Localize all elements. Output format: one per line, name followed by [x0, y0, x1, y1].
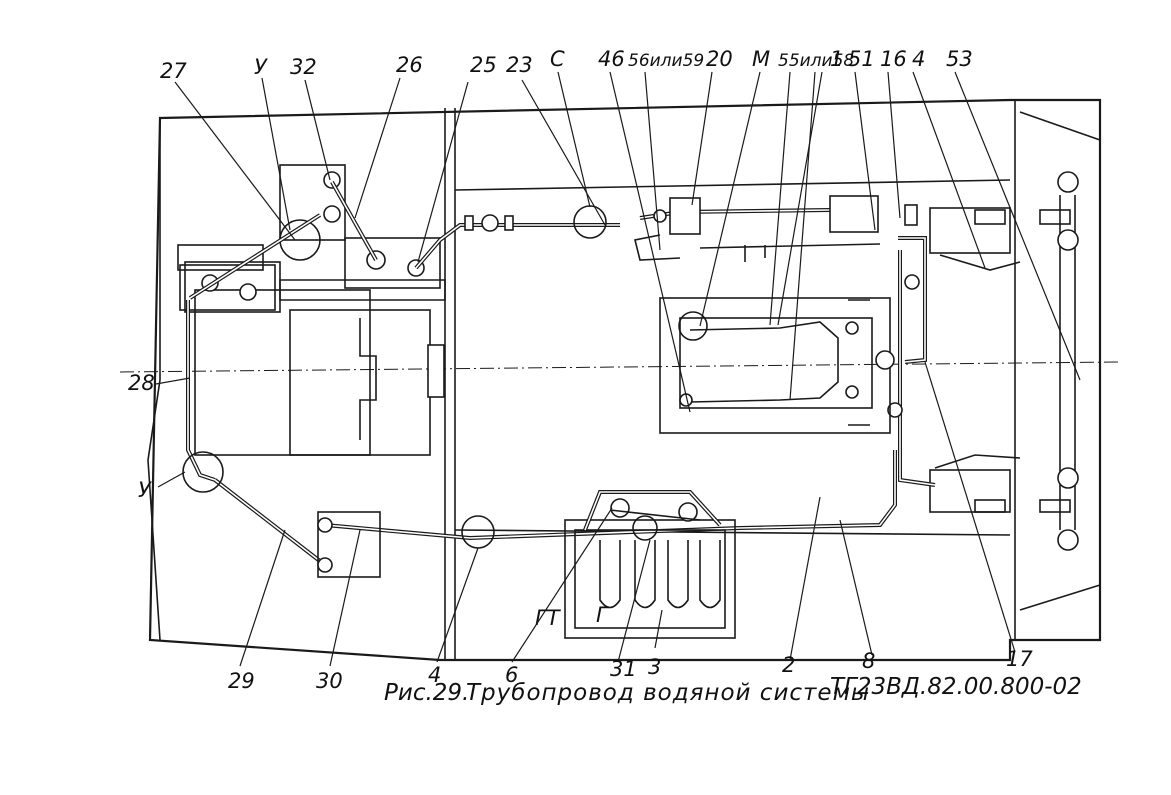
caption-title: Трубопровод водяной системы: [466, 680, 870, 706]
label-m: М: [752, 47, 770, 71]
labels-top: 27 У 32 26 25 23 С 46 56или59 20 М 55или…: [160, 47, 973, 83]
label-16: 16: [880, 47, 907, 71]
label-31: 31: [610, 657, 637, 681]
caption-code: ТГ23ВД.82.00.800-02: [830, 674, 1082, 700]
bottom-heat-exchanger: [461, 490, 736, 639]
label-17: 17: [1006, 647, 1033, 671]
label-u-top: У: [254, 55, 268, 79]
label-2: 2: [782, 653, 795, 677]
label-30: 30: [316, 669, 343, 693]
label-8: 8: [862, 649, 875, 673]
right-assembly: [887, 171, 1079, 551]
label-26: 26: [396, 53, 423, 77]
detail-circle-u-lower: [182, 451, 224, 493]
label-46: 46: [598, 47, 625, 71]
mark-gt: ГТ: [535, 606, 562, 630]
label-27: 27: [160, 59, 187, 83]
label-4-top: 4: [912, 47, 925, 71]
label-u-left: У: [138, 478, 152, 502]
labels-bottom: 29 30 4 6 31 3 2 8 17: [228, 647, 1033, 693]
detail-circle-m: [678, 311, 708, 341]
label-32: 32: [290, 55, 317, 79]
label-20: 20: [706, 47, 733, 71]
labels-left: 28 У: [128, 371, 155, 502]
top-line-valves: [464, 195, 881, 262]
mark-g: Г: [596, 603, 610, 627]
label-6: 6: [505, 663, 518, 687]
label-23: 23: [506, 53, 533, 77]
label-53: 53: [946, 47, 973, 71]
label-4-bottom: 4: [428, 663, 441, 687]
detail-circle-c: [573, 205, 607, 239]
label-1: 1: [830, 47, 843, 71]
central-block: [659, 297, 895, 434]
label-29: 29: [228, 669, 255, 693]
detail-circle-4: [461, 515, 495, 549]
left-pipes: [182, 181, 897, 578]
engine-block: [177, 164, 446, 456]
caption-figure: Рис.29.: [384, 680, 469, 706]
label-25: 25: [470, 53, 497, 77]
label-3: 3: [648, 655, 661, 679]
label-c: С: [550, 47, 565, 71]
label-56-or-59: 56или59: [628, 51, 704, 71]
centre-line: [119, 361, 1121, 373]
label-55-or-58: 55или58: [778, 51, 854, 71]
label-28: 28: [128, 371, 155, 395]
leader-lines: [155, 71, 1081, 667]
label-51: 51: [848, 47, 875, 71]
caption: Рис.29. Трубопровод водяной системы ТГ23…: [384, 674, 1082, 706]
